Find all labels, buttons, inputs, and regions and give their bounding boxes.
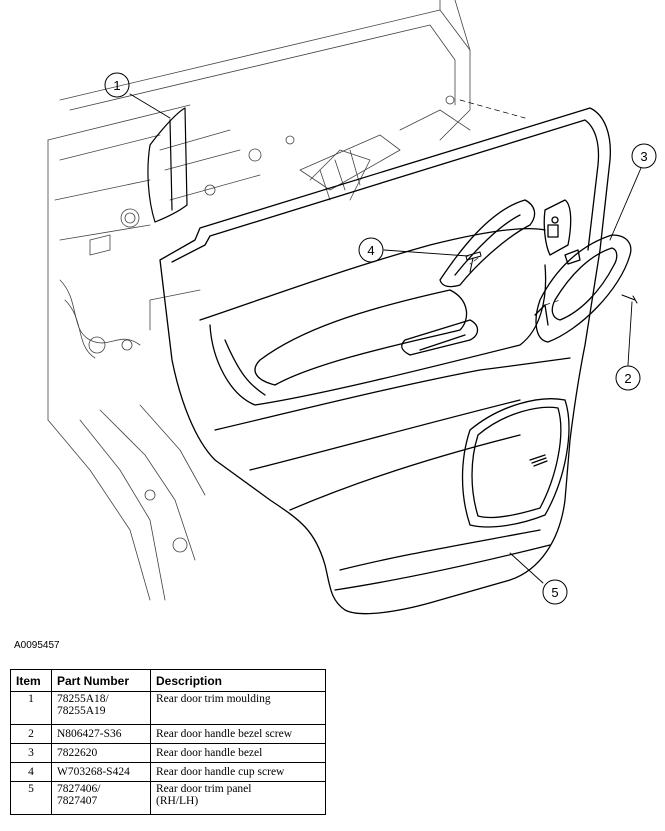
header-item: Item [10,669,52,692]
callout-2 [615,365,641,391]
callout-5-label: 5 [551,585,558,600]
part-number-cell: N806427-S36 [51,724,151,744]
description-cell: Rear door trim panel (RH/LH) [150,781,326,815]
description-cell: Rear door handle bezel [150,743,326,763]
trim-moulding-part [147,107,188,223]
header-part-number: Part Number [51,669,151,692]
cup-screw-part [465,251,482,273]
item-cell: 3 [10,743,52,763]
table-row: 3 7822620 Rear door handle bezel [10,743,326,763]
part-number-cell: 78255A18/ 78255A19 [51,691,151,725]
item-cell: 1 [10,691,52,725]
figure-id: A0095457 [14,640,60,651]
leader-lines [129,93,642,584]
table-row: 4 W703268-S424 Rear door handle cup scre… [10,762,326,782]
alignment-lines [459,99,561,306]
callout-1 [104,72,130,98]
parts-table: Item Part Number Description 1 78255A18/… [10,669,326,815]
callout-3 [631,143,657,169]
door-trim-panel-part [159,107,611,615]
callout-4-label: 4 [367,243,374,258]
item-cell: 5 [10,781,52,815]
table-row: 2 N806427-S36 Rear door handle bezel scr… [10,724,326,744]
description-cell: Rear door handle cup screw [150,762,326,782]
door-frame-background [47,0,471,601]
header-description: Description [150,669,326,692]
item-cell: 2 [10,724,52,744]
bezel-screw-part [621,294,638,304]
table-row: 1 78255A18/ 78255A19 Rear door trim moul… [10,691,326,725]
callout-5 [542,579,568,605]
table-row: 5 7827406/ 7827407 Rear door trim panel … [10,781,326,815]
callout-circles [104,72,657,605]
door-trim-exploded-diagram: 1 2 3 4 5 [47,0,657,615]
callout-2-label: 2 [624,371,631,386]
part-number-cell: 7827406/ 7827407 [51,781,151,815]
parts-table-header-row: Item Part Number Description [10,669,326,692]
part-number-cell: 7822620 [51,743,151,763]
callout-4 [358,237,384,263]
description-cell: Rear door handle bezel screw [150,724,326,744]
handle-bezel-part [534,234,632,343]
item-cell: 4 [10,762,52,782]
callout-1-label: 1 [113,78,120,93]
part-number-cell: W703268-S424 [51,762,151,782]
description-cell: Rear door trim moulding [150,691,326,725]
callout-3-label: 3 [640,149,647,164]
